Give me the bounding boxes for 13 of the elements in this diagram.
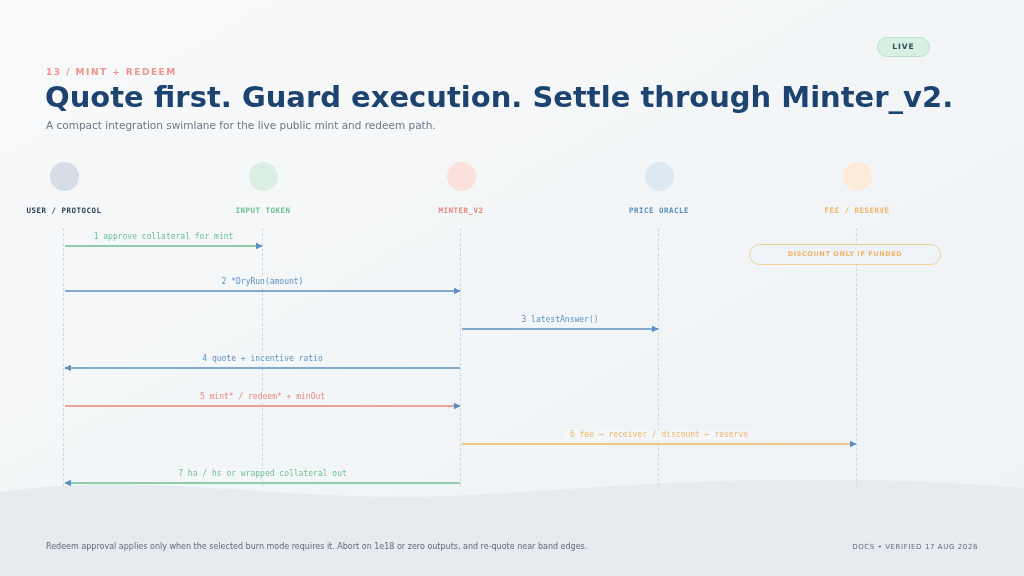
lifeline <box>460 228 462 486</box>
message-arrow <box>64 242 263 250</box>
subtitle: A compact integration swimlane for the live public mint and redeem path. <box>46 118 436 133</box>
lifeline <box>63 228 65 486</box>
footnote: Redeem approval applies only when the selected burn mode requires it. Abort on 1e18 or zero outputs, and re-quote near band edges. <box>46 541 588 553</box>
message-arrow <box>64 402 461 410</box>
message-arrow <box>461 325 659 333</box>
message-arrow <box>461 440 857 448</box>
message-arrow <box>64 364 461 372</box>
title: Quote first. Guard execution. Settle through Minter_v2. <box>45 79 954 116</box>
message-arrow <box>64 479 461 487</box>
section-kicker: 13 / MINT + REDEEM <box>46 66 177 79</box>
message-arrow <box>64 287 461 295</box>
